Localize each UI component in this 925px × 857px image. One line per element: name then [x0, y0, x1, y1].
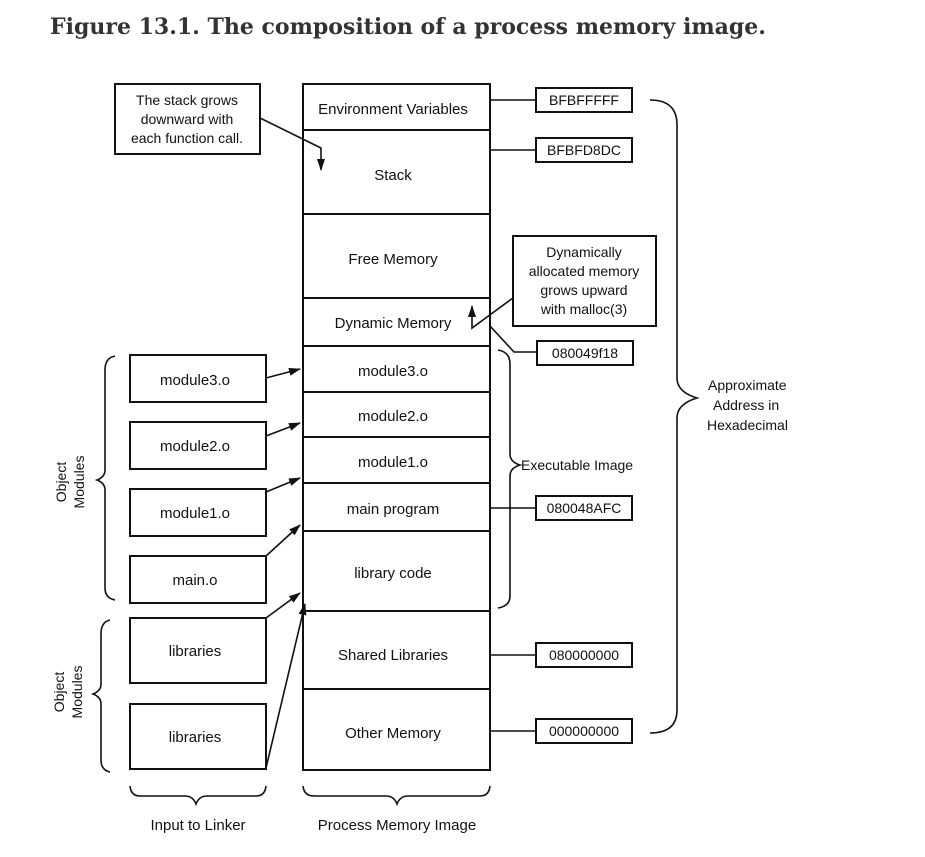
segment-dynamic-memory: Dynamic Memory — [335, 315, 452, 332]
segment-stack: Stack — [374, 167, 412, 184]
segment-free-memory: Free Memory — [348, 251, 438, 268]
segment-module1: module1.o — [358, 454, 428, 471]
approx-address-line-1: Approximate — [708, 377, 787, 393]
address-box-080048afc — [535, 495, 633, 521]
stack-note-line-1: The stack grows — [136, 92, 238, 108]
executable-image-brace — [497, 349, 523, 609]
segment-shared-libraries: Shared Libraries — [338, 647, 448, 664]
segment-library-code: library code — [354, 565, 432, 582]
linker-input-module1-label: module1.o — [160, 505, 230, 522]
process-memory-image-label: Process Memory Image — [318, 817, 476, 834]
heap-growth-arrow — [468, 297, 514, 330]
address-box-bfbfffff — [535, 87, 633, 113]
object-modules-2-line-1: Object — [51, 672, 67, 713]
dynamic-note-line-2: allocated memory — [529, 263, 640, 279]
linker-input-libraries-2 — [129, 703, 267, 770]
dynamic-note-line-1: Dynamically — [546, 244, 621, 260]
address-range-brace — [649, 99, 700, 734]
approx-address-line-2: Address in — [713, 397, 779, 413]
segment-module2: module2.o — [358, 408, 428, 425]
dynamic-note-line-4: with malloc(3) — [540, 301, 627, 317]
approx-address-line-3: Hexadecimal — [707, 417, 788, 433]
address-box-000000000 — [535, 718, 633, 744]
object-modules-brace-2 — [90, 619, 111, 773]
input-to-linker-label: Input to Linker — [150, 817, 245, 834]
linker-input-main — [129, 555, 267, 604]
address-080048afc: 080048AFC — [547, 500, 622, 516]
segment-other-memory: Other Memory — [345, 725, 441, 742]
segment-environment-variables: Environment Variables — [318, 101, 468, 118]
linker-input-module2 — [129, 421, 267, 470]
linker-input-main-label: main.o — [172, 572, 217, 589]
address-000000000: 000000000 — [549, 723, 619, 739]
dynamic-note-line-3: grows upward — [540, 282, 627, 298]
address-080000000: 080000000 — [549, 647, 619, 663]
address-080049f18: 080049f18 — [552, 345, 618, 361]
address-box-080049f18 — [536, 340, 634, 366]
stack-note-box — [114, 83, 261, 155]
stack-growth-arrow — [259, 117, 325, 171]
input-to-linker-brace — [129, 785, 267, 807]
linker-input-module1 — [129, 488, 267, 537]
object-modules-2-line-2: Modules — [69, 666, 85, 719]
object-modules-brace-1 — [94, 355, 116, 601]
stack-note-line-3: each function call. — [131, 130, 243, 146]
link-arrow-module3 — [265, 367, 301, 379]
linker-input-libraries-1 — [129, 617, 267, 684]
link-arrow-module1 — [265, 477, 301, 493]
linker-input-libraries-1-label: libraries — [169, 643, 222, 660]
object-modules-1-line-1: Object — [53, 462, 69, 503]
address-box-080000000 — [535, 642, 633, 668]
segment-module3: module3.o — [358, 363, 428, 380]
linker-input-module3 — [129, 354, 267, 403]
link-arrow-main — [265, 524, 301, 557]
address-bfbfd8dc: BFBFD8DC — [547, 142, 621, 158]
link-arrow-libraries-1 — [265, 592, 301, 619]
figure-caption: Figure 13.1. The composition of a proces… — [50, 14, 766, 40]
link-arrow-module2 — [265, 422, 301, 437]
object-modules-1-line-2: Modules — [71, 456, 87, 509]
address-box-bfbfd8dc — [535, 137, 633, 163]
process-memory-image-brace — [302, 785, 491, 807]
executable-image-label: Executable Image — [521, 457, 633, 473]
stack-note-line-2: downward with — [141, 111, 234, 127]
segment-main-program: main program — [347, 501, 440, 518]
linker-input-libraries-2-label: libraries — [169, 729, 222, 746]
linker-input-module3-label: module3.o — [160, 372, 230, 389]
link-arrow-libraries-2 — [265, 603, 307, 769]
dynamic-note-box — [512, 235, 657, 327]
linker-input-module2-label: module2.o — [160, 438, 230, 455]
address-bfbfffff: BFBFFFFF — [549, 92, 619, 108]
memory-column-frame — [302, 83, 491, 771]
